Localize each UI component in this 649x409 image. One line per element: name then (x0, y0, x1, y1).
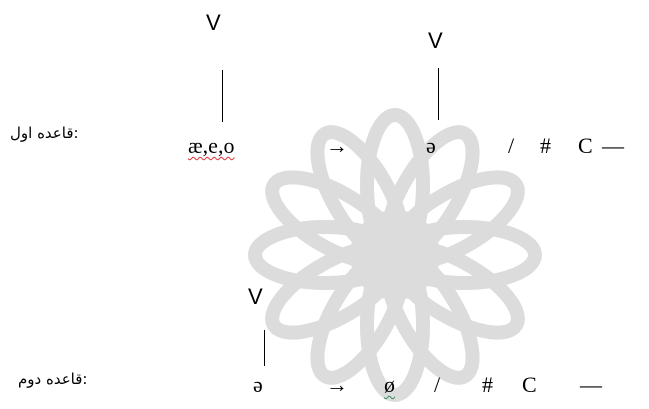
rule2-v: V (248, 284, 263, 309)
rule2-output: ø (384, 372, 395, 397)
rule1-dash: — (602, 133, 624, 158)
rule1-v-left: V (206, 10, 221, 35)
rule1-v-left-line (222, 70, 223, 122)
rule2-arrow: → (326, 372, 348, 397)
rule1-hash: # (540, 133, 551, 158)
rule2-consonant: C (522, 372, 537, 397)
rule2-v-line (264, 330, 265, 366)
rule2-hash: # (482, 372, 493, 397)
rule2-input: ə (253, 372, 263, 397)
rule1-consonant: C (578, 133, 593, 158)
rule1-arrow: → (326, 133, 348, 158)
rule1-input: æ,e,o (188, 133, 235, 158)
rule2-dash: — (580, 372, 602, 397)
rule2-slash: / (434, 372, 441, 397)
rule1-v-right: V (428, 28, 443, 53)
rule1-output: ə (426, 133, 436, 158)
rule1-v-right-line (438, 68, 439, 120)
rule2-label: :قاعده دوم (18, 370, 88, 388)
rule1-slash: / (508, 133, 515, 158)
rule1-label: :قاعده اول (10, 124, 79, 142)
